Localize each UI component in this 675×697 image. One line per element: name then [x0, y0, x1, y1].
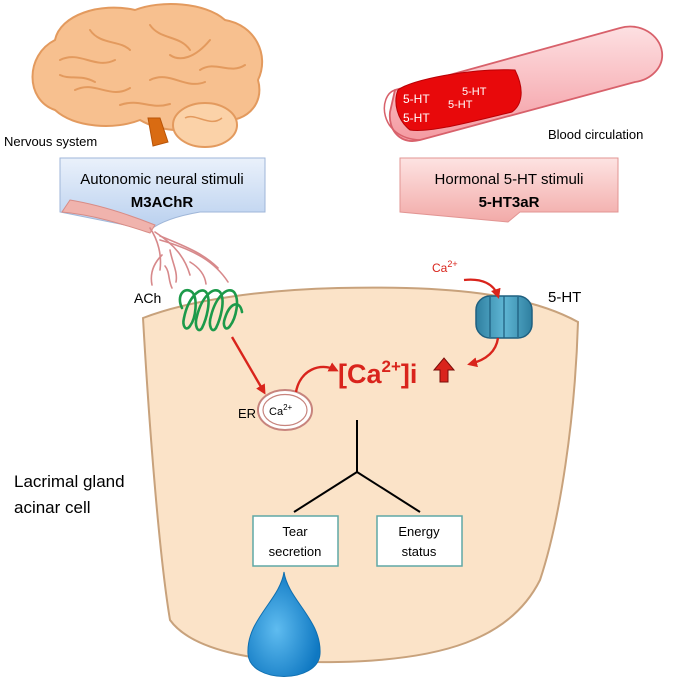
vessel-5ht-label: 5-HT	[403, 111, 430, 125]
cell-name-line1: Lacrimal gland	[14, 472, 125, 491]
intracellular-calcium-label: [Ca2+]i	[338, 357, 417, 389]
nerve-fibers	[149, 227, 229, 289]
5-ht3ar-channel-icon	[475, 295, 533, 339]
energy-status-line2: status	[402, 544, 437, 559]
tear-drop-icon	[247, 571, 321, 677]
m3achr-label: M3AChR	[131, 194, 194, 211]
tear-secretion-line2: secretion	[269, 544, 322, 559]
neural-stimuli-title: Autonomic neural stimuli	[80, 171, 243, 188]
channel-to-calcium-arrow	[467, 337, 500, 368]
tear-secretion-line1: Tear	[282, 524, 308, 539]
blood-circulation-label: Blood circulation	[548, 127, 643, 142]
blood-vessel-icon	[383, 25, 663, 142]
energy-status-line1: Energy	[398, 524, 440, 539]
hormonal-stimuli-panel	[399, 157, 619, 223]
vessel-5ht-label: 5-HT	[448, 99, 473, 111]
vessel-5ht-label: 5-HT	[462, 86, 487, 98]
nervous-system-label: Nervous system	[4, 134, 97, 149]
5-ht-ligand-label: 5-HT	[548, 289, 581, 306]
energy-status-box	[376, 515, 463, 567]
er-label: ER	[238, 406, 256, 421]
receptor-to-er-arrow	[230, 336, 266, 395]
tear-secretion-box	[252, 515, 339, 567]
er-to-calcium-arrow	[294, 362, 339, 393]
neural-stimuli-panel	[59, 157, 266, 234]
5-ht3ar-label: 5-HT3aR	[479, 194, 540, 211]
hormonal-stimuli-title: Hormonal 5-HT stimuli	[435, 171, 584, 188]
calcium-influx-arrow	[463, 278, 501, 299]
m3-receptor-icon	[178, 288, 244, 332]
vessel-5ht-label: 5-HT	[403, 92, 430, 106]
er-calcium-label: Ca2+	[269, 403, 293, 418]
cell-name-line2: acinar cell	[14, 498, 91, 517]
outcome-branch-lines	[293, 420, 421, 513]
calcium-ion-label: Ca2+	[432, 259, 458, 275]
er-organelle	[257, 389, 313, 431]
ach-label: ACh	[134, 290, 161, 306]
increase-arrow-icon	[432, 357, 456, 383]
brain-icon	[31, 3, 264, 148]
